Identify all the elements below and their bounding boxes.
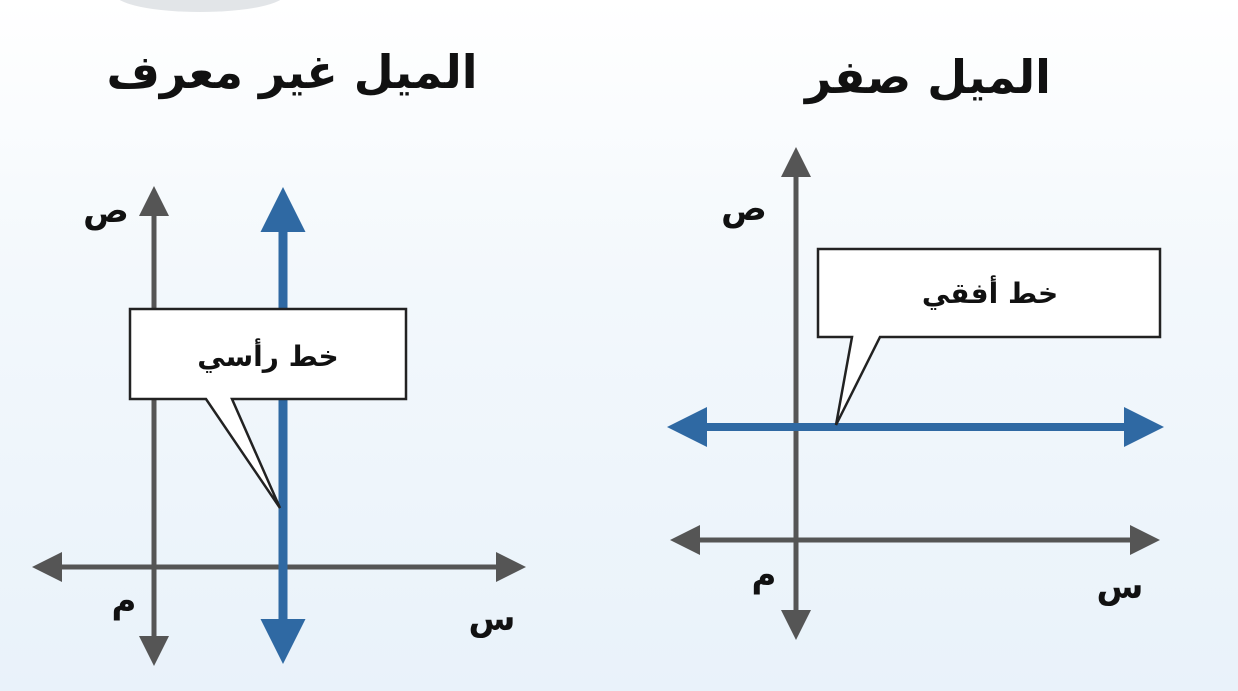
callout-box [128,307,408,509]
callout-text: خط أفقي [922,275,1058,310]
callout-text: خط رأسي [197,338,339,373]
y-axis-label: ص [721,189,767,229]
origin-label: م [752,555,777,595]
panel-title: الميل صفر [803,50,1051,104]
panel-title: الميل غير معرف [106,45,477,99]
x-axis-label: س [1097,567,1144,607]
origin-label: م [112,581,137,621]
y-axis-label: ص [83,191,129,231]
callout-box [816,247,1162,426]
x-axis-label: س [469,599,516,639]
callout: خط أفقي [816,247,1162,426]
callout: خط رأسي [128,307,408,509]
decorative-shadow [119,0,281,12]
panel-zero-slope: الميل صفر ص س م خط أفقي [667,50,1164,640]
panel-undefined-slope: الميل غير معرف ص س م خط رأسي [31,45,526,666]
